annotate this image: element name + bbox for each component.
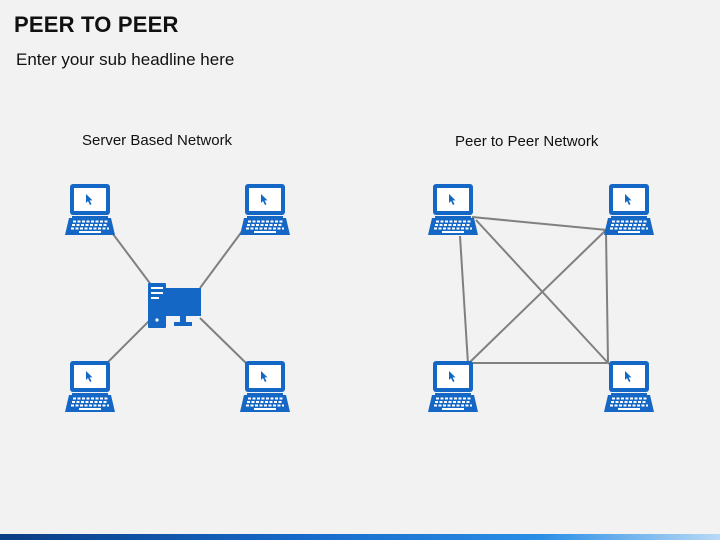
laptop-icon [604,184,654,235]
laptop-icon [604,361,654,412]
connector-line [107,317,153,363]
server-based-network-label: Server Based Network [82,132,233,149]
connector-line [199,229,244,289]
laptop-icon [240,361,290,412]
server-computer-icon [148,283,201,328]
laptop-icon [428,184,478,235]
connector-line [605,231,609,363]
connector-line [112,233,153,287]
laptop-icon [240,184,290,235]
slide-subtitle: Enter your sub headline here [16,50,235,69]
server-based-network [65,184,290,412]
laptop-icon [65,361,115,412]
connector-line [199,317,248,365]
laptop-icon [428,361,478,412]
footer-accent-bar [0,534,720,540]
laptop-icon [65,184,115,235]
connector-line [471,216,608,231]
connector-line [459,235,469,365]
slide-title: PEER TO PEER [14,12,179,37]
connector-line [469,229,607,363]
peer-to-peer-network-label: Peer to Peer Network [455,133,599,150]
peer-to-peer-network [428,184,654,412]
